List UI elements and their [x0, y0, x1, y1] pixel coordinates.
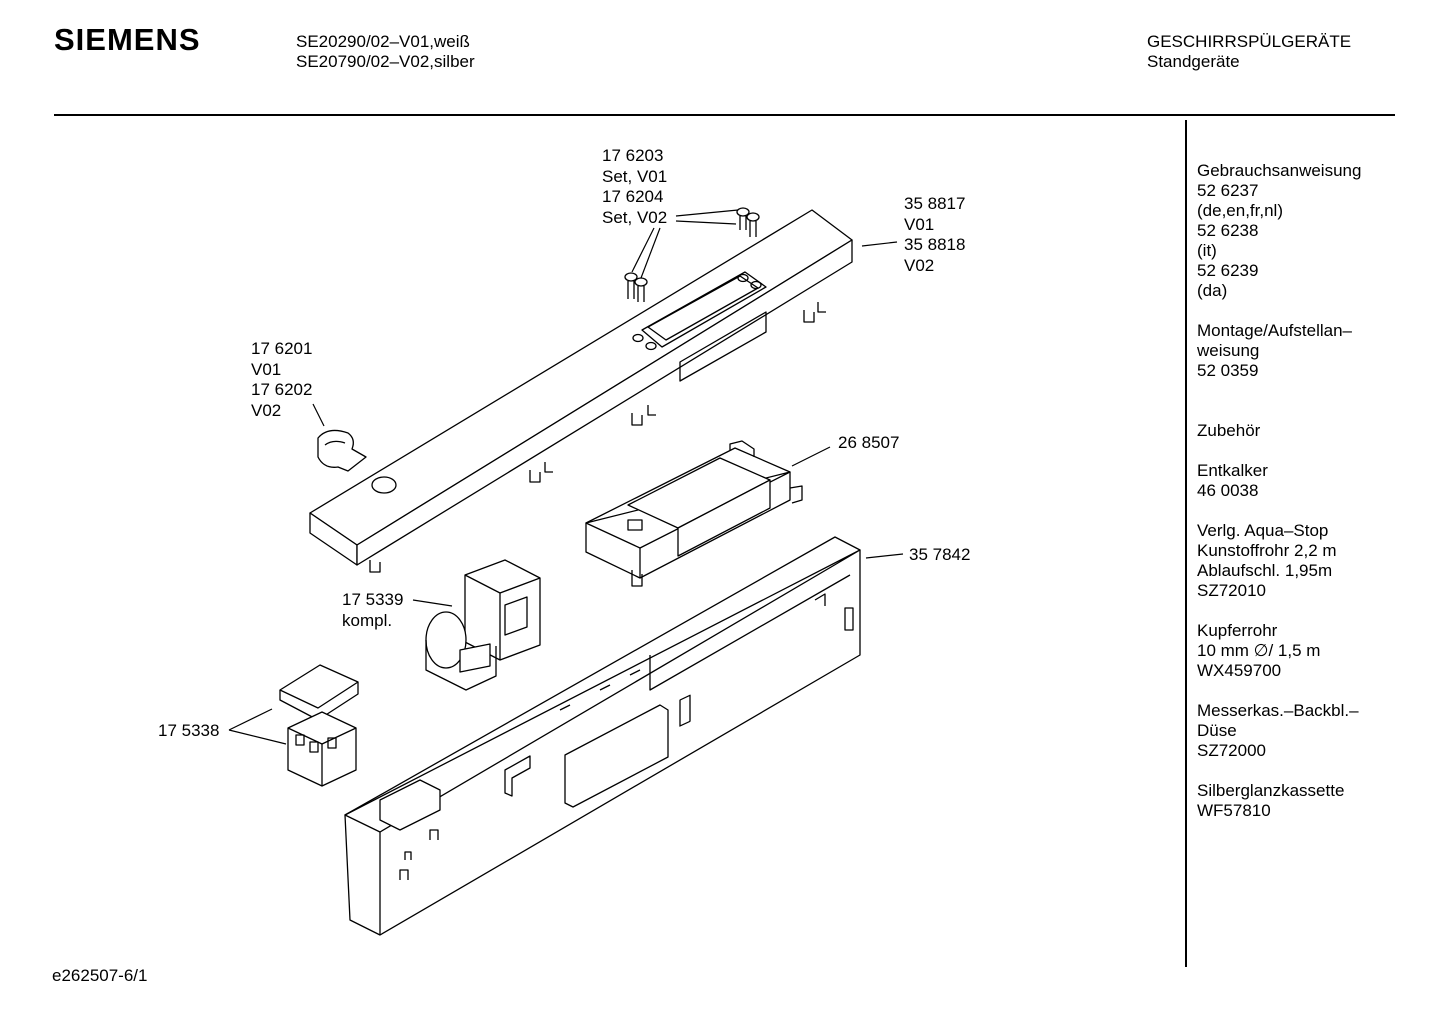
control-housing [344, 536, 861, 936]
sidebar-block-descaler: Entkalker 46 0038 [1197, 461, 1392, 501]
sidebar-line: SZ72010 [1197, 581, 1266, 600]
model-list: SE20290/02–V01,weiß SE20790/02–V02,silbe… [296, 32, 475, 72]
label-175338: 17 5338 [158, 721, 219, 742]
sidebar-line: Ablaufschl. 1,95m [1197, 561, 1333, 580]
part-number: 26 8507 [838, 433, 900, 452]
relay-assembly [425, 559, 541, 691]
part-variant: Set, V01 [602, 166, 668, 186]
part-variant: V02 [251, 400, 282, 420]
part-variant: Set, V02 [602, 207, 668, 227]
knob-part [317, 429, 367, 472]
label-357842: 35 7842 [909, 545, 970, 566]
model-line: SE20290/02–V01,weiß [296, 32, 470, 51]
switch-part [279, 664, 359, 787]
sidebar-line: 52 6239 [1197, 261, 1259, 280]
category-line: GESCHIRRSPÜLGERÄTE [1147, 32, 1352, 51]
part-variant: V02 [904, 255, 935, 275]
sidebar-block-accessories: Zubehör [1197, 421, 1392, 441]
control-panel-fascia [309, 209, 853, 573]
sidebar-line: (da) [1197, 281, 1228, 300]
sidebar-line: 52 6238 [1197, 221, 1259, 240]
sidebar-line: Zubehör [1197, 421, 1261, 440]
sidebar-block-copper-pipe: Kupferrohr 10 mm ∅/ 1,5 m WX459700 [1197, 621, 1392, 681]
sidebar-line: Düse [1197, 721, 1237, 740]
part-number: 17 6202 [251, 380, 313, 399]
leader-lines [228, 209, 904, 745]
sidebar-line: (it) [1197, 241, 1217, 260]
sidebar-spacer [1197, 401, 1392, 421]
sidebar-divider [1185, 120, 1187, 967]
sidebar-line: Montage/Aufstellan– [1197, 321, 1352, 340]
category-heading: GESCHIRRSPÜLGERÄTE Standgeräte [1147, 32, 1351, 72]
sidebar-block-nozzle: Messerkas.–Backbl.– Düse SZ72000 [1197, 701, 1392, 761]
sidebar-line: weisung [1197, 341, 1260, 360]
model-line: SE20790/02–V02,silber [296, 52, 475, 71]
label-176201: 17 6201 V01 17 6202 V02 [251, 339, 312, 421]
part-number: 35 8817 [904, 194, 966, 213]
part-variant: V01 [251, 359, 282, 379]
part-number: 17 5338 [158, 721, 220, 740]
part-variant: V01 [904, 214, 935, 234]
sidebar-line: 10 mm ∅/ 1,5 m [1197, 641, 1321, 660]
sidebar-line: Messerkas.–Backbl.– [1197, 701, 1359, 720]
label-268507: 26 8507 [838, 433, 899, 454]
part-number: 35 7842 [909, 545, 971, 564]
part-number: 35 8818 [904, 235, 966, 254]
part-number: 17 6204 [602, 187, 664, 206]
display-module [585, 440, 803, 587]
sidebar-block-cassette: Silberglanzkassette WF57810 [1197, 781, 1392, 821]
sidebar-line: SZ72000 [1197, 741, 1266, 760]
sidebar-block-manual: Gebrauchsanweisung 52 6237 (de,en,fr,nl)… [1197, 161, 1392, 301]
sidebar-line: WX459700 [1197, 661, 1282, 680]
brand-logo: SIEMENS [54, 22, 201, 57]
label-358817: 35 8817 V01 35 8818 V02 [904, 194, 965, 276]
part-variant: kompl. [342, 610, 393, 630]
button-set [624, 207, 760, 302]
label-176203: 17 6203 Set, V01 17 6204 Set, V02 [602, 146, 667, 228]
accessories-sidebar: Gebrauchsanweisung 52 6237 (de,en,fr,nl)… [1197, 161, 1392, 841]
sidebar-line: Silberglanzkassette [1197, 781, 1345, 800]
label-175339: 17 5339 kompl. [342, 590, 403, 631]
sidebar-line: Verlg. Aqua–Stop [1197, 521, 1329, 540]
header-divider [54, 114, 1395, 116]
sidebar-line: (de,en,fr,nl) [1197, 201, 1283, 220]
part-number: 17 6203 [602, 146, 664, 165]
sidebar-block-installation: Montage/Aufstellan– weisung 52 0359 [1197, 321, 1392, 381]
sidebar-block-aquastop: Verlg. Aqua–Stop Kunstoffrohr 2,2 m Abla… [1197, 521, 1392, 601]
part-number: 17 6201 [251, 339, 313, 358]
sidebar-line: Entkalker [1197, 461, 1268, 480]
part-number: 17 5339 [342, 590, 404, 609]
sidebar-line: Kunstoffrohr 2,2 m [1197, 541, 1337, 560]
sidebar-line: Gebrauchsanweisung [1197, 161, 1362, 180]
sidebar-line: 46 0038 [1197, 481, 1259, 500]
sidebar-line: 52 6237 [1197, 181, 1259, 200]
sidebar-line: 52 0359 [1197, 361, 1259, 380]
sidebar-line [1197, 401, 1392, 421]
category-line: Standgeräte [1147, 52, 1240, 71]
sidebar-line: Kupferrohr [1197, 621, 1278, 640]
drawing-code: e262507-6/1 [52, 966, 148, 985]
sidebar-line: WF57810 [1197, 801, 1271, 820]
